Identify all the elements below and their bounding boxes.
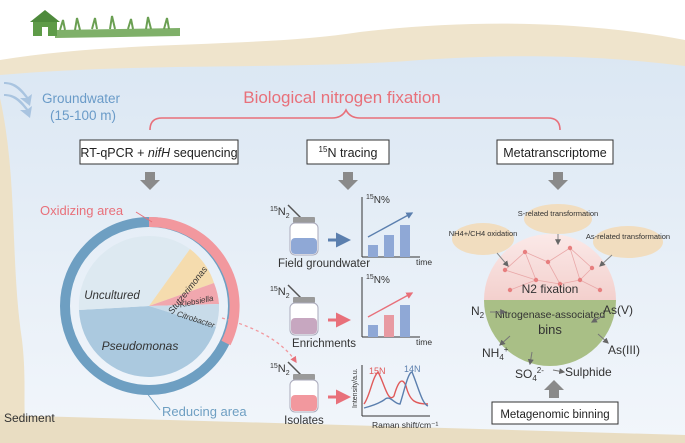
method-metatranscriptome-label: Metatranscriptome	[503, 146, 607, 160]
sediment-floor	[0, 415, 685, 443]
raman-14n-line	[363, 371, 429, 409]
reducing-leader	[145, 391, 161, 411]
bins-line1: Nitrogenase-associated	[495, 309, 605, 321]
bubble-text: S-related transformation	[518, 209, 598, 218]
trend-arrow	[367, 292, 414, 318]
bottle-cap	[293, 217, 315, 223]
down-arrow-icon	[140, 172, 160, 190]
method-15n-label: 15N tracing	[319, 145, 378, 160]
water-flow-icon	[4, 82, 32, 118]
sulphide-arrow	[552, 368, 566, 375]
bottle-cap	[293, 374, 315, 380]
main-title: Biological nitrogen fixation	[243, 88, 441, 107]
network-nodes	[502, 245, 603, 293]
bubble-nh4-ch4: NH4+/CH4 oxidation	[449, 223, 518, 267]
chart-bar	[368, 325, 378, 337]
sulphide-label: Sulphide	[565, 365, 612, 379]
title-brace	[149, 108, 561, 131]
n2-15-label: 15N2	[270, 363, 290, 377]
nh4-arrow	[499, 335, 511, 346]
segment-stutzerimonas	[149, 249, 214, 306]
bottle-liquid	[291, 318, 317, 334]
raman-ylabel: Intensity/a.u.	[352, 368, 359, 408]
reducing-area-label: Reducing area	[162, 404, 247, 419]
chart-bar	[384, 315, 394, 337]
time-label: time	[416, 337, 432, 347]
bubble-text: As-related transformation	[586, 232, 670, 241]
metagenomic-binning-box: Metagenomic binning	[491, 401, 619, 425]
down-arrow-icon	[548, 172, 568, 190]
as5-label: As(V)	[603, 303, 633, 317]
raman-14n-label: 14N	[404, 364, 421, 374]
raman-15n-line	[363, 370, 429, 405]
segment-klebsiella	[149, 283, 219, 306]
as3-label: As(III)	[608, 343, 640, 357]
method-rtqpcr-label: RT-qPCR + nifH sequencing	[80, 146, 237, 160]
label-uncultured: Uncultured	[84, 290, 140, 302]
raman-xlabel: Raman shift/cm⁻¹	[372, 420, 439, 430]
bottle-liquid	[291, 238, 317, 254]
raman-15n-label: 15N	[369, 366, 386, 376]
isolation-arrow	[221, 317, 297, 364]
down-arrow-icons	[140, 172, 568, 190]
n2-fixation-label: N2 fixation	[522, 282, 579, 296]
bubble-as-related: As-related transformation	[586, 226, 670, 267]
bins-sphere: N2 fixation Nitrogenase-associated bins	[484, 234, 616, 366]
method-box-rtqpcr: RT-qPCR + nifH sequencing	[79, 139, 239, 165]
segment-pseudomonas	[79, 306, 216, 377]
bins-line2: bins	[538, 322, 562, 337]
oxidizing-ring	[148, 216, 240, 346]
sample-label: Field groundwater	[278, 258, 370, 270]
as3-arrow	[597, 333, 609, 344]
oxidizing-leader	[135, 211, 153, 223]
n2-15-label: 15N2	[270, 206, 290, 220]
method-box-15n-tracing: 15N tracing	[306, 139, 390, 165]
percent-label: 15N%	[366, 194, 390, 206]
bottle-liquid	[291, 395, 317, 411]
metagenomic-binning-label: Metagenomic binning	[500, 409, 609, 421]
segment-uncultured	[78, 235, 149, 310]
bubble-text: NH4+/CH4 oxidation	[449, 229, 518, 238]
sediment-layer	[0, 98, 30, 443]
trend-arrow	[367, 212, 414, 238]
label-pseudomonas: Pseudomonas	[102, 339, 179, 353]
bottle-cap	[293, 297, 315, 303]
groundwater-label: Groundwater	[42, 91, 121, 106]
depth-label: (15-100 m)	[50, 108, 116, 123]
chart-bar	[368, 245, 378, 257]
segment-uncultured-top	[149, 235, 190, 306]
sediment-label: Sediment	[4, 411, 55, 425]
raman-plot: 15N 14N Intensity/a.u. Raman shift/cm⁻¹	[352, 364, 439, 430]
oxidizing-area-label: Oxidizing area	[40, 203, 124, 218]
chart-bar	[400, 305, 410, 337]
as5-arrow	[590, 315, 604, 323]
chart-bar	[400, 225, 410, 257]
n2-15-label: 15N2	[270, 286, 290, 300]
method-box-metatranscriptome: Metatranscriptome	[496, 139, 614, 165]
bubble-s-related: S-related transformation	[518, 204, 598, 246]
percent-label: 15N%	[366, 274, 390, 286]
sample-label: Enrichments	[292, 338, 356, 350]
down-arrow-icon	[338, 172, 358, 190]
grass-icon	[55, 15, 180, 38]
segment-citrobacter	[149, 304, 220, 327]
up-arrow-icon	[544, 380, 564, 398]
sample-label: Isolates	[284, 415, 324, 427]
house-icon	[30, 10, 60, 36]
community-donut: Uncultured Stutzerimonas Klebsiella Citr…	[60, 216, 240, 395]
so4-arrow	[527, 351, 534, 366]
time-label: time	[416, 257, 432, 267]
chart-bar	[384, 235, 394, 257]
